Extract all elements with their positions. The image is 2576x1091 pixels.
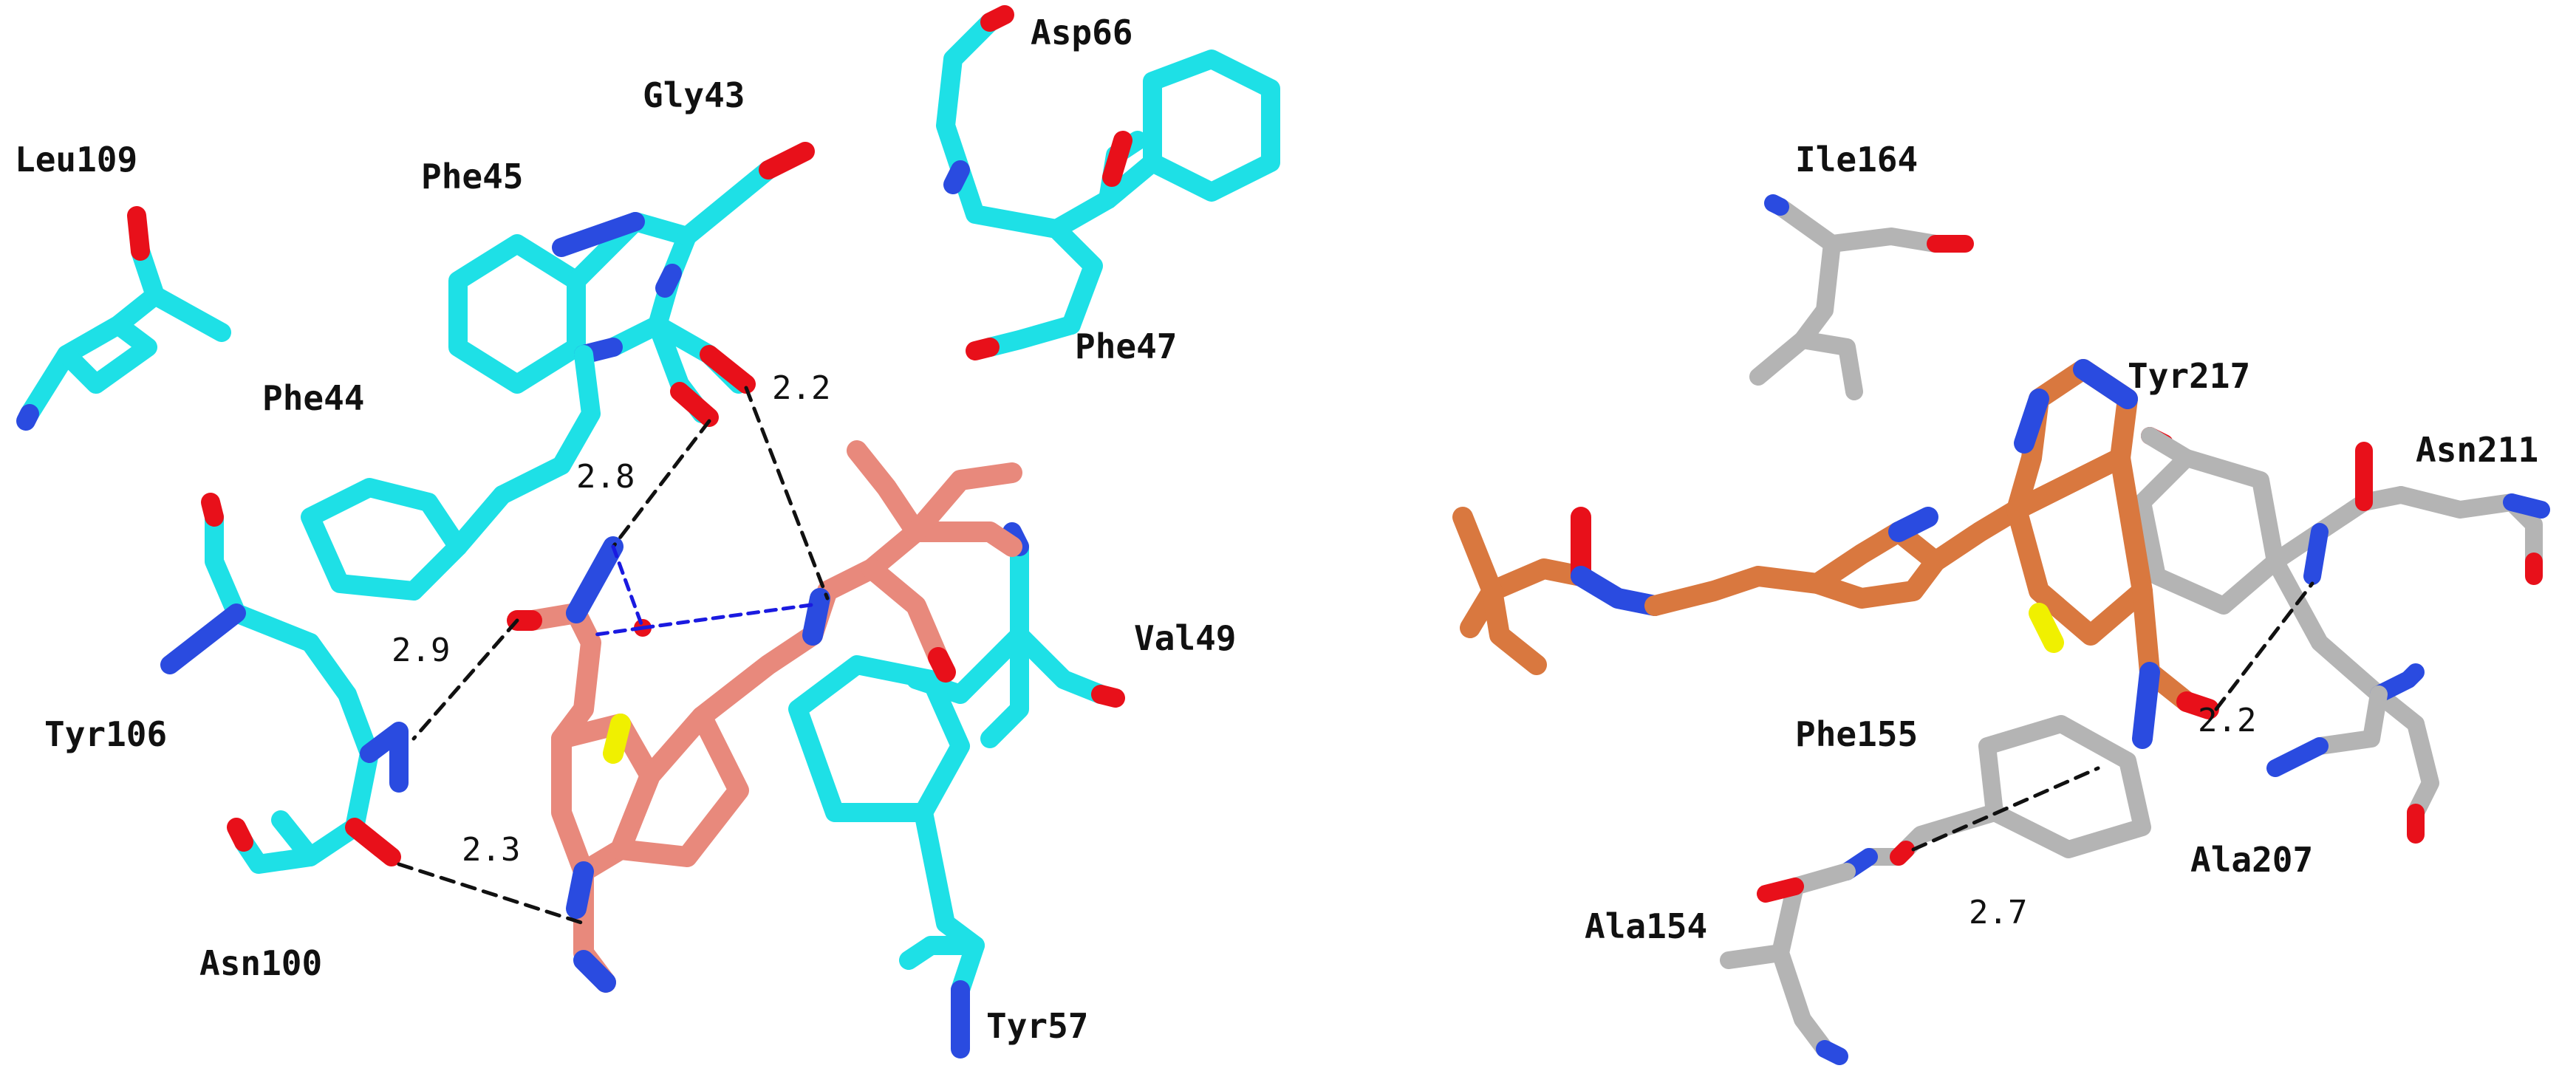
label-asn211: Asn211 xyxy=(2416,430,2538,470)
hbond-lines-right xyxy=(1911,581,2314,852)
label-ala154: Ala154 xyxy=(1585,906,1707,946)
ligand-right-sticks xyxy=(1452,359,2219,749)
label-leu109: Leu109 xyxy=(15,140,137,179)
residue-ile164-sticks xyxy=(1749,194,1974,400)
label-tyr106: Tyr106 xyxy=(44,714,167,754)
label-phe44: Phe44 xyxy=(262,378,364,418)
residue-val49-tyr57-sticks xyxy=(788,522,1125,1058)
residue-tyr217-asn211-ala207-sticks xyxy=(2133,427,2550,844)
water-bond-lines xyxy=(589,544,819,637)
label-ile164: Ile164 xyxy=(1795,140,1918,179)
distance-label-3: 2.9 xyxy=(392,632,450,669)
label-asn100: Asn100 xyxy=(199,943,322,983)
label-phe45: Phe45 xyxy=(421,157,523,196)
right-binding-site-panel: Ile164 Tyr217 Asn211 Phe155 Ala207 Ala15… xyxy=(1452,140,2550,1065)
label-ala207: Ala207 xyxy=(2190,840,2313,880)
left-binding-site-panel: Leu109 Gly43 Asp66 Phe45 Phe44 Phe47 Val… xyxy=(15,5,1280,1058)
hbond-lines-left xyxy=(397,386,830,926)
distance-label-1: 2.2 xyxy=(772,369,830,407)
label-asp66: Asp66 xyxy=(1031,13,1132,52)
ligand-left-sticks xyxy=(507,440,1022,993)
residue-phe44-sticks xyxy=(301,345,601,601)
residue-tyr106-asn100-sticks xyxy=(160,493,409,874)
residue-leu109-sticks xyxy=(16,206,231,431)
distance-label-6: 2.7 xyxy=(1969,894,2027,931)
label-phe155: Phe155 xyxy=(1795,714,1918,754)
residue-gly43-sticks xyxy=(574,264,756,427)
distance-label-4: 2.3 xyxy=(462,831,520,869)
residue-asp66-phe47-sticks xyxy=(936,5,1280,360)
label-val49: Val49 xyxy=(1134,618,1236,658)
residue-phe45-sticks xyxy=(448,142,815,394)
residue-phe155-ala154-sticks xyxy=(1720,715,2151,1065)
label-phe47: Phe47 xyxy=(1075,326,1177,366)
label-tyr57: Tyr57 xyxy=(986,1006,1088,1046)
label-gly43: Gly43 xyxy=(643,75,745,115)
distance-label-5: 2.2 xyxy=(2198,702,2256,739)
label-tyr217: Tyr217 xyxy=(2128,356,2250,396)
distance-label-2: 2.8 xyxy=(576,458,635,496)
